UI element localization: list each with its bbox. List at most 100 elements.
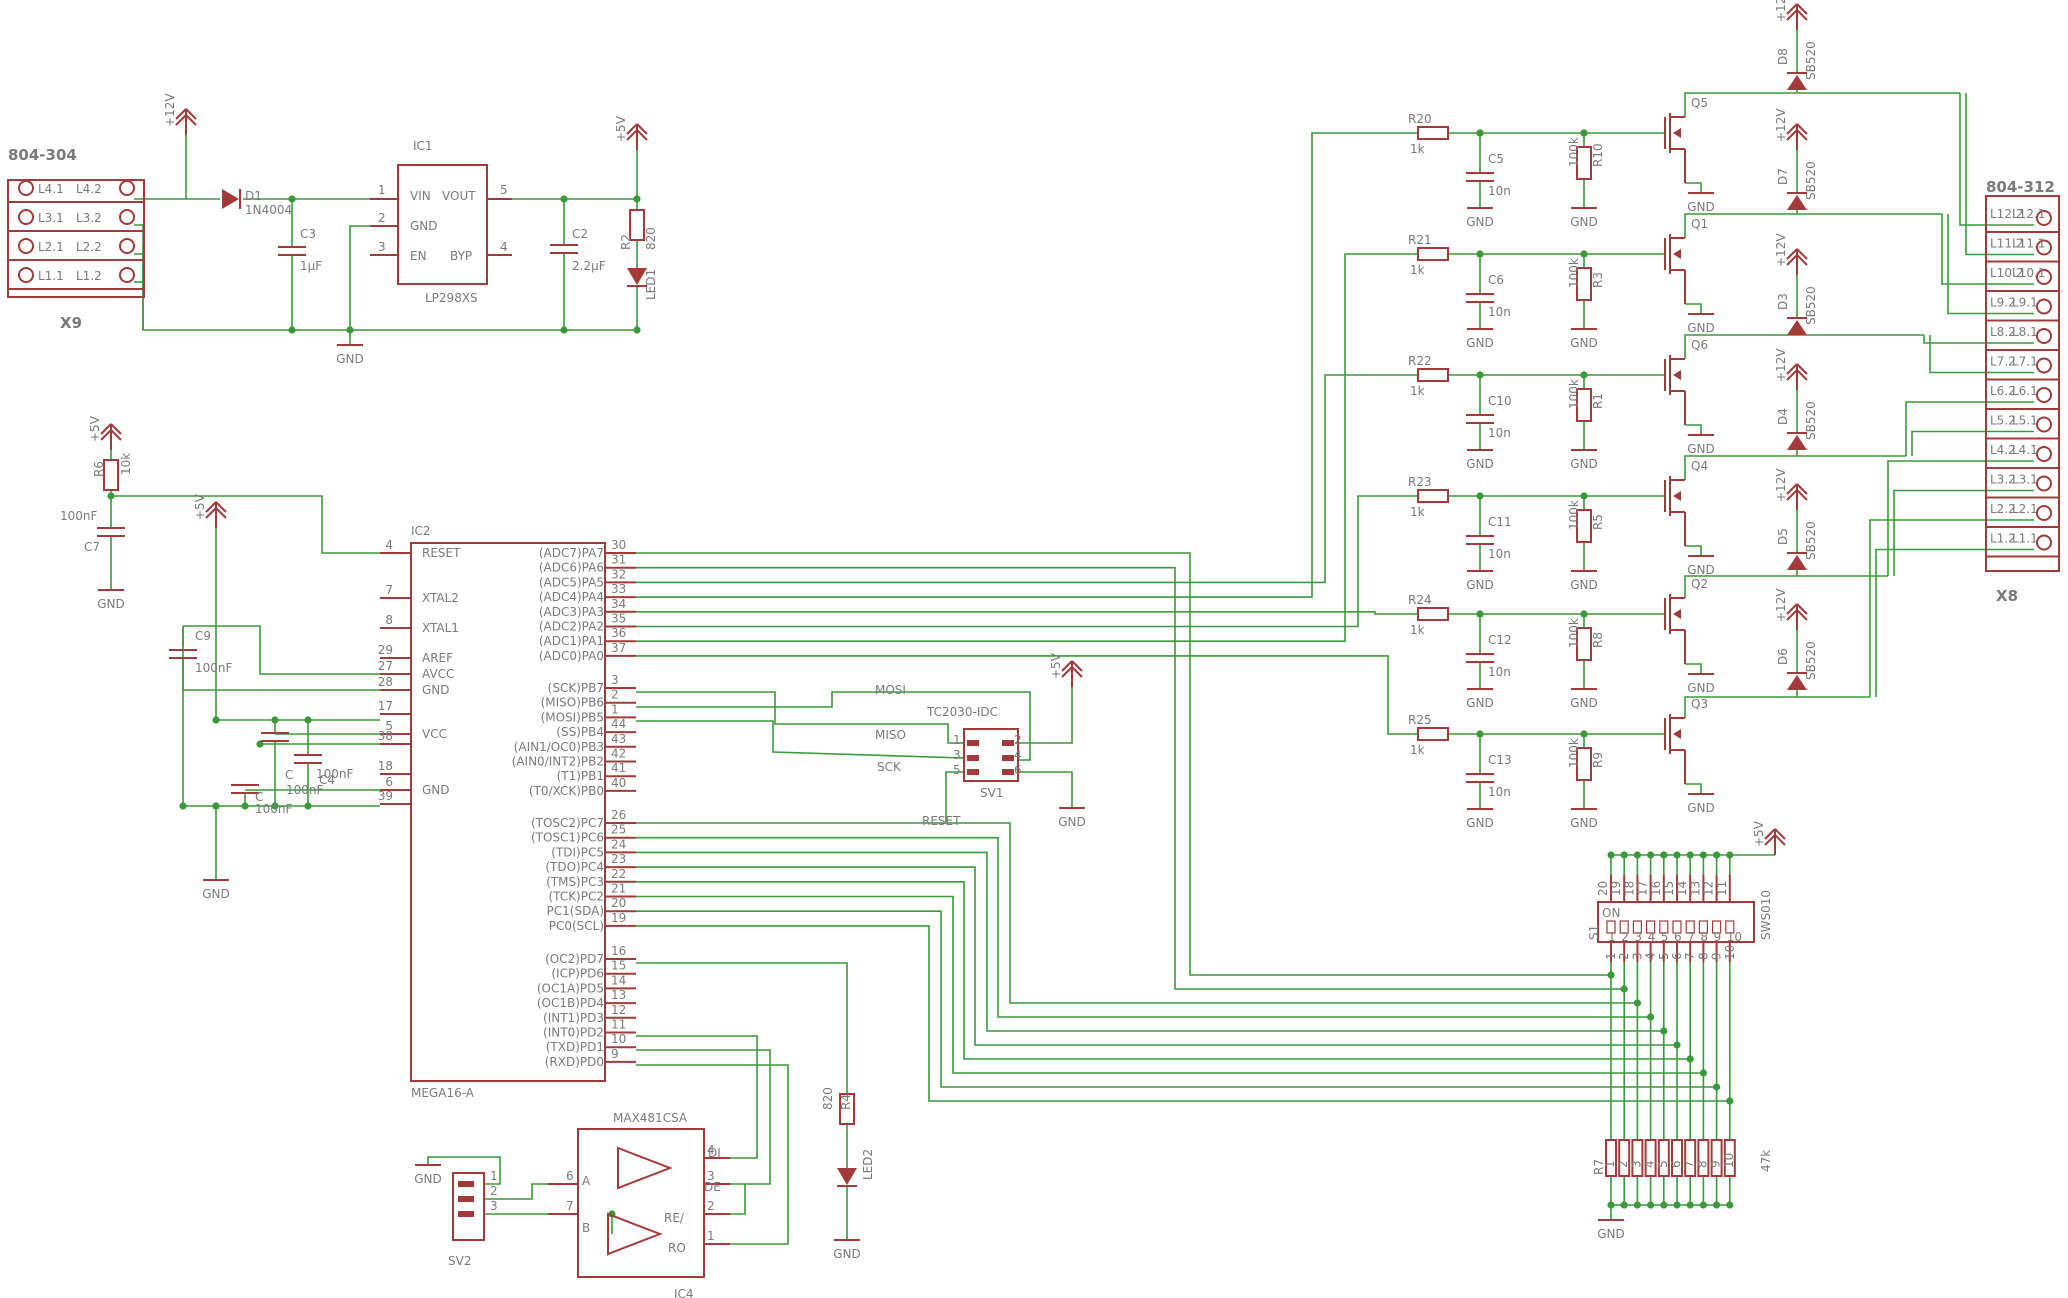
wire	[636, 691, 1031, 761]
pin-label: L4.1	[2012, 443, 2038, 457]
part-name: C13	[1488, 753, 1512, 767]
mosfet-arrow	[1673, 729, 1681, 739]
supply-label: +12V	[1774, 348, 1788, 382]
part-value: 1N4004	[245, 203, 292, 217]
resistor-r6	[103, 459, 119, 491]
pin-num: 39	[378, 789, 393, 803]
pin-num: 29	[378, 643, 393, 657]
wire	[1684, 455, 1906, 480]
rs485-ic4-body	[577, 1128, 705, 1278]
switch-pin-num: 3	[1630, 952, 1644, 960]
part-value: 100k	[1567, 618, 1581, 648]
gnd-label: GND	[1687, 681, 1715, 695]
pin-num: 5	[500, 183, 508, 197]
supply-arrow	[1774, 828, 1786, 840]
switch-pin-num: 11	[1715, 881, 1729, 896]
pin-name: PC0(SCL)	[549, 919, 604, 933]
wire	[1684, 92, 1960, 117]
pin-name: (ADC5)PA5	[539, 575, 604, 589]
connector-name: X9	[60, 314, 82, 332]
supply-arrow	[100, 423, 112, 435]
receiver-triangle	[607, 1212, 663, 1256]
supply-arrow	[205, 507, 217, 519]
pin-num: 27	[378, 659, 393, 673]
part-value: 10k	[119, 453, 133, 475]
pin-name: GND	[422, 683, 450, 697]
connector-sv2-body	[452, 1172, 485, 1241]
pin-name: VOUT	[442, 189, 476, 203]
wire	[1965, 93, 2034, 256]
switch-num: 7	[1687, 930, 1695, 944]
wire	[1685, 303, 1702, 314]
pin-num: 10	[611, 1032, 626, 1046]
net-wires	[107, 30, 2034, 1245]
mosfet-arrow	[1673, 128, 1681, 138]
pin-label: L9.2	[1990, 296, 2016, 310]
wire	[636, 910, 1717, 1088]
switch-pin-num: 13	[1688, 881, 1702, 896]
pin-num: 19	[611, 911, 626, 925]
wire	[1685, 545, 1702, 556]
connector-part: 804-312	[1986, 178, 2055, 196]
pin-name: (T1)PB1	[557, 769, 604, 783]
part-name: Q2	[1691, 577, 1708, 591]
pin-num: 28	[378, 675, 393, 689]
pin-num: 40	[611, 776, 626, 790]
terminal-pin	[18, 180, 34, 196]
wire	[636, 566, 1625, 990]
supply-arrow	[1786, 254, 1798, 266]
wire	[1018, 687, 1073, 744]
pin-name: RESET	[422, 546, 461, 560]
pin-num: 44	[611, 717, 626, 731]
junction	[212, 716, 220, 724]
switch-pin-num: 4	[1644, 952, 1658, 960]
pullup-num: 3	[1629, 1160, 1643, 1168]
part-name: R8	[1591, 632, 1605, 648]
pin-num: 5	[953, 763, 961, 777]
part-name: C2	[572, 227, 588, 241]
pin-name: (ADC7)PA7	[539, 546, 604, 560]
junction	[304, 802, 312, 810]
switch-lever	[1685, 920, 1695, 934]
pin-name: (ADC1)PA1	[539, 634, 604, 648]
isp-pad	[967, 740, 979, 746]
pin-label: L7.2	[1990, 355, 2016, 369]
part-name: R7	[1592, 1159, 1606, 1175]
switch-lever	[1619, 920, 1629, 934]
supply-arrow	[185, 114, 197, 126]
supply-arrow	[1796, 129, 1808, 141]
supply-arrow	[1071, 666, 1083, 678]
wire	[134, 224, 144, 254]
pullup-num: 9	[1709, 1160, 1723, 1168]
gnd-label: GND	[1058, 815, 1086, 829]
junction	[633, 195, 641, 203]
isp-sv1-body	[963, 728, 1019, 782]
led2	[837, 1168, 857, 1185]
pin-name: (SS)PB4	[556, 725, 604, 739]
supply-arrow	[100, 429, 112, 441]
part-value: SB520	[1804, 401, 1818, 440]
supply-arrow	[1796, 363, 1808, 375]
part-value: 100nF	[316, 767, 354, 781]
pin-label: L3.2	[76, 211, 102, 225]
pin-num: 2	[1014, 733, 1022, 747]
supply-arrow	[175, 108, 187, 120]
wire	[215, 528, 380, 721]
pin-name: VIN	[410, 189, 431, 203]
part-value: SB520	[1804, 641, 1818, 680]
pin-num: 38	[378, 729, 393, 743]
part-value: SB520	[1804, 521, 1818, 560]
mcu-ic2-body	[410, 542, 606, 1082]
pin-name: (ADC6)PA6	[539, 561, 604, 575]
resistor-gate	[1417, 247, 1449, 261]
part-name: IC2	[411, 524, 431, 538]
pin-label: L7.1	[2012, 355, 2038, 369]
pin-num: 3	[378, 240, 386, 254]
part-name: R21	[1408, 233, 1432, 247]
pin-num: 9	[611, 1047, 619, 1061]
pin-num: 21	[611, 882, 626, 896]
part-name: C	[285, 768, 293, 782]
part-name: R22	[1408, 354, 1432, 368]
part-name: C4	[319, 773, 335, 787]
